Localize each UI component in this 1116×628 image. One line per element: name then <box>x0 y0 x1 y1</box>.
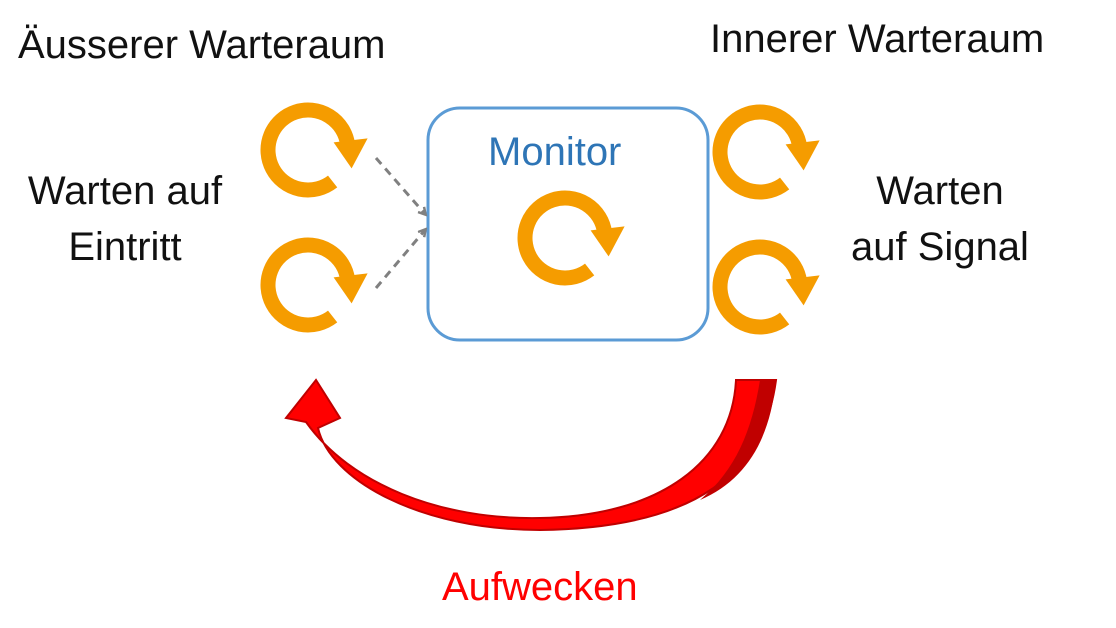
monitor-box <box>426 106 710 342</box>
waiting-signal-line-1: Warten <box>876 169 1004 213</box>
wake-up-label: Aufwecken <box>442 565 638 609</box>
dashed-arrow-icon <box>374 230 425 289</box>
dashed-arrow-icon <box>374 157 425 214</box>
outer-waiting-room-title: Äusserer Warteraum <box>18 23 386 67</box>
circular-thread-icon <box>712 239 820 335</box>
curved-arrow-shade <box>700 380 776 500</box>
waiting-signal-line-2: auf Signal <box>851 225 1029 269</box>
circular-thread-icon <box>260 102 368 198</box>
waiting-entry-label: Warten auf Eintritt <box>0 170 250 268</box>
monitor-label: Monitor <box>488 130 622 174</box>
circular-thread-icon <box>517 190 625 286</box>
waiting-entry-line-2: Eintritt <box>68 225 182 269</box>
circular-thread-icon <box>712 104 820 200</box>
circular-thread-icon <box>260 237 368 333</box>
inner-waiting-room-title: Innerer Warteraum <box>710 17 1045 61</box>
curved-arrow-icon <box>284 378 778 532</box>
waiting-signal-label: Warten auf Signal <box>820 170 1060 268</box>
waiting-entry-line-1: Warten auf <box>27 169 223 213</box>
